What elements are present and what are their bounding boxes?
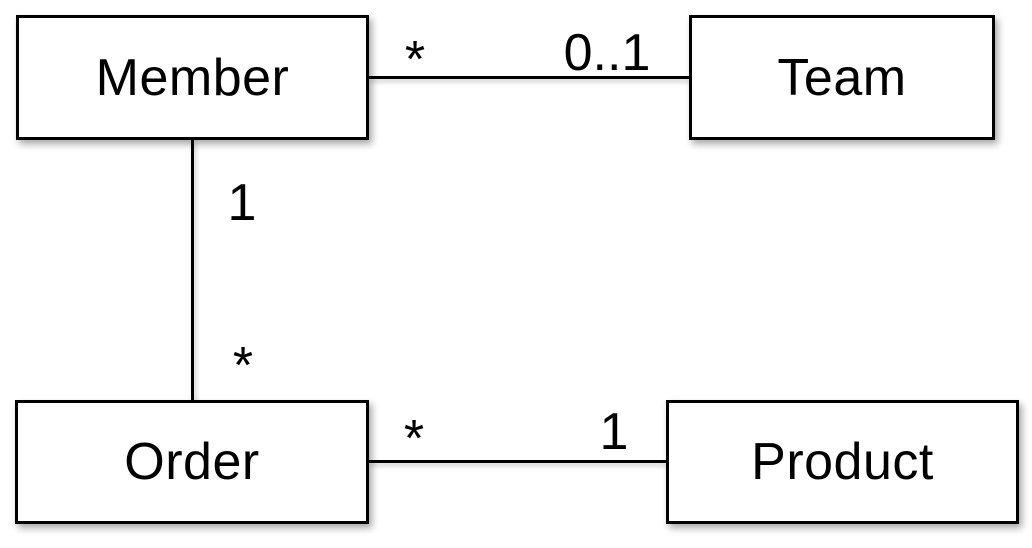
- entity-box-order: Order: [15, 400, 369, 524]
- multiplicity-member-order-member-end: 1: [227, 174, 257, 232]
- multiplicity-member-team-team-end: 0..1: [563, 24, 651, 82]
- multiplicity-order-product-order-end: *: [403, 410, 425, 468]
- edge-order-product: [368, 460, 666, 463]
- entity-label-product: Product: [751, 433, 934, 491]
- multiplicity-order-product-product-end: 1: [599, 403, 629, 461]
- entity-box-member: Member: [16, 15, 369, 140]
- entity-box-team: Team: [689, 15, 995, 140]
- entity-label-team: Team: [777, 48, 907, 107]
- multiplicity-member-team-member-end: *: [404, 31, 426, 89]
- edge-member-team: [368, 76, 689, 79]
- edge-member-order: [191, 139, 194, 400]
- multiplicity-member-order-order-end: *: [232, 337, 254, 395]
- entity-box-product: Product: [666, 400, 1019, 524]
- entity-label-order: Order: [124, 433, 260, 491]
- entity-label-member: Member: [95, 48, 290, 107]
